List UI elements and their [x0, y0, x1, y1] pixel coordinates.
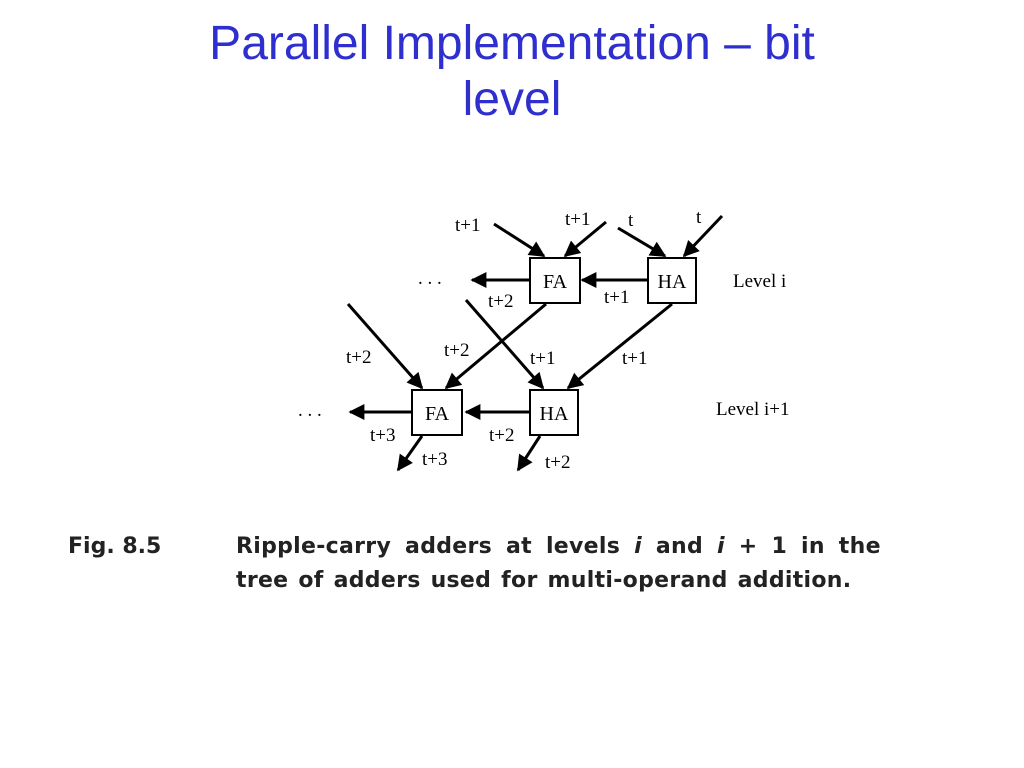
arrow-in-fa-top-right — [563, 220, 607, 258]
label-ha-bottom-sum: t+2 — [545, 452, 571, 473]
caption-line1-b: and — [641, 534, 717, 559]
label-diag-in-ha-bottom: t+1 — [530, 348, 556, 369]
arrow-in-ha-top-left — [617, 226, 667, 258]
label-top-in-t2: t — [696, 207, 702, 228]
arrow-fa-top-sum — [444, 302, 547, 390]
ha-top-box: HA — [647, 257, 697, 304]
arrow-in-fa-bottom-left — [346, 303, 424, 390]
figure-caption-text: Ripple-carry adders at levels i and i + … — [236, 530, 976, 598]
label-left-in-bottom: t+2 — [346, 347, 372, 368]
slide-title-line1: Parallel Implementation – bit — [209, 17, 815, 70]
label-fa-bottom-carry: t+3 — [370, 425, 396, 446]
caption-line1-c: + 1 in the — [724, 534, 881, 559]
fa-bottom-box: FA — [411, 389, 463, 436]
label-top-in-t1: t — [628, 210, 634, 231]
ellipsis-top: . . . — [418, 268, 442, 289]
label-ha-bottom-carry: t+2 — [489, 425, 515, 446]
fa-bottom-label: FA — [425, 403, 450, 425]
arrow-in-fa-top-left — [493, 222, 546, 258]
caption-line-1: Ripple-carry adders at levels i and i + … — [236, 530, 976, 564]
label-fa-bottom-sum: t+3 — [422, 449, 448, 470]
arrow-in-ha-top-right — [682, 214, 724, 258]
label-top-in-left: t+1 — [455, 215, 481, 236]
ha-bottom-box: HA — [529, 389, 579, 436]
caption-line-2: tree of adders used for multi-operand ad… — [236, 568, 852, 593]
ellipsis-bottom: . . . — [298, 400, 322, 421]
fa-top-label: FA — [543, 271, 568, 293]
arrow-fa-bottom-sum — [396, 435, 424, 472]
label-ha-top-sum: t+1 — [622, 348, 648, 369]
slide-title: Parallel Implementation – bit level — [0, 16, 1024, 128]
arrow-in-ha-bottom-left — [464, 299, 545, 390]
level-i1-label: Level i+1 — [716, 399, 790, 420]
level-i-label: Level i — [733, 271, 786, 292]
figure-number: Fig. 8.5 — [68, 534, 162, 559]
arrow-ha-top-sum — [566, 302, 673, 390]
caption-line1-i: i — [634, 534, 642, 559]
slide-title-line2: level — [462, 73, 562, 126]
ha-bottom-label: HA — [540, 403, 569, 425]
label-mid-in-bottom: t+2 — [444, 340, 470, 361]
label-ha-to-fa-top: t+1 — [604, 287, 630, 308]
arrow-ha-bottom-sum — [516, 435, 542, 472]
fa-top-box: FA — [529, 257, 581, 304]
caption-line1-a: Ripple-carry adders at levels — [236, 534, 635, 559]
caption-line1-i2: i — [716, 534, 725, 559]
ha-top-label: HA — [658, 271, 687, 293]
label-top-in-mid: t+1 — [565, 209, 591, 230]
label-fa-top-sum: t+2 — [488, 291, 514, 312]
